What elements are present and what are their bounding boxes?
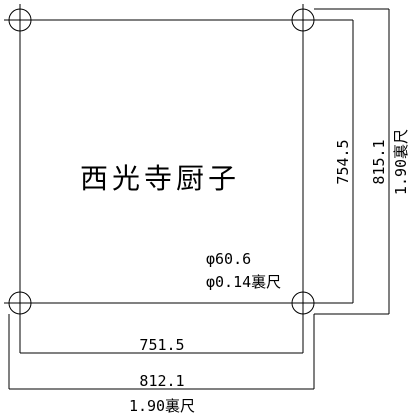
extension-lines <box>8 8 389 389</box>
outer-height-label: 815.1 <box>370 139 388 184</box>
hole-diameter-shaku-label: φ0.14裏尺 <box>206 273 281 291</box>
outer-width-label: 812.1 <box>139 372 184 390</box>
hole-bottom-left <box>4 287 36 319</box>
drawing-title: 西光寺厨子 <box>80 162 240 195</box>
outline-square <box>19 19 304 304</box>
hole-top-left <box>4 4 36 36</box>
inner-width-label: 751.5 <box>139 336 184 354</box>
outer-height-shaku-label: 1.90裏尺 <box>392 129 410 195</box>
inner-height-label: 754.5 <box>334 139 352 184</box>
outer-width-shaku-label: 1.90裏尺 <box>129 397 195 415</box>
hole-diameter-label: φ60.6 <box>206 250 251 268</box>
